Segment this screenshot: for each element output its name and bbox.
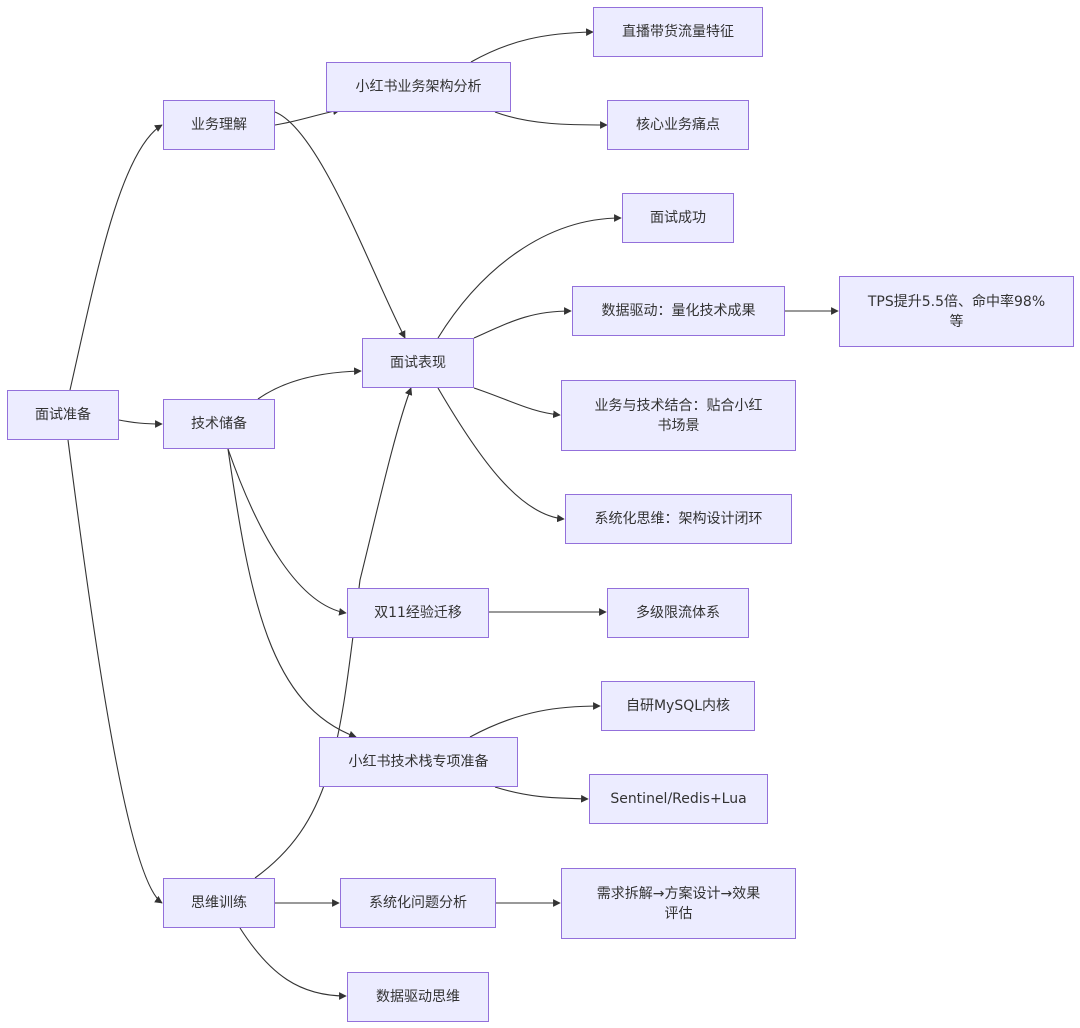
edge-stack-mysql	[469, 702, 601, 738]
edge-biz-perf	[274, 111, 406, 339]
edge-arch-pain	[494, 111, 608, 129]
node-label: 多级限流体系	[636, 605, 720, 621]
edge-perf-success	[437, 214, 622, 339]
edge-tech-d11	[227, 448, 347, 616]
node-live-commerce-traffic: 直播带货流量特征	[593, 7, 763, 57]
edge-perf-bizcomb	[473, 387, 561, 419]
node-label-line2: 评估	[664, 905, 693, 922]
edge-root-think	[67, 439, 163, 904]
node-business-understanding: 业务理解	[163, 100, 275, 150]
node-label: 核心业务痛点	[636, 117, 720, 133]
node-label: 小红书技术栈专项准备	[348, 754, 489, 770]
node-label-line2: 等	[949, 313, 964, 330]
node-interview-performance: 面试表现	[362, 338, 474, 388]
edge-perf-sys	[437, 387, 565, 523]
node-sentinel-redis-lua: Sentinel/Redis+Lua	[589, 774, 768, 824]
node-label-line2: 书场景	[657, 417, 700, 434]
edge-tech-perf	[257, 367, 362, 400]
node-label: 自研MySQL内核	[625, 698, 731, 714]
node-business-tech-combination: 业务与技术结合：贴合小红 书场景	[561, 380, 796, 451]
node-label-line1: TPS提升5.5倍、命中率98%	[867, 293, 1046, 310]
edge-root-biz	[69, 124, 163, 391]
node-tech-reserve: 技术储备	[163, 399, 275, 449]
node-label: Sentinel/Redis+Lua	[610, 791, 747, 807]
edge-stack-sentinel	[494, 786, 589, 803]
node-label: 面试准备	[35, 407, 91, 423]
node-label: 技术储备	[191, 416, 247, 432]
node-label: 思维训练	[191, 895, 247, 911]
node-systematic-thinking: 系统化思维：架构设计闭环	[565, 494, 792, 544]
node-rate-limiting-system: 多级限流体系	[607, 588, 749, 638]
node-data-driven-thinking: 数据驱动思维	[347, 972, 489, 1022]
node-requirement-breakdown: 需求拆解→方案设计→效果 评估	[561, 868, 796, 939]
edge-root-tech	[118, 419, 163, 428]
node-label: 系统化思维：架构设计闭环	[594, 511, 763, 527]
node-label: 系统化问题分析	[369, 895, 467, 911]
edge-arch-live	[470, 28, 594, 63]
node-tech-stack-prep: 小红书技术栈专项准备	[319, 737, 518, 787]
node-label: 面试成功	[650, 210, 706, 226]
node-label: 数据驱动思维	[376, 989, 460, 1005]
edge-tech-stack	[227, 448, 357, 739]
node-thinking-training: 思维训练	[163, 878, 275, 928]
edge-think-dthink	[239, 927, 347, 1000]
node-mysql-kernel: 自研MySQL内核	[601, 681, 755, 731]
node-architecture-analysis: 小红书业务架构分析	[326, 62, 511, 112]
node-label: 小红书业务架构分析	[355, 79, 482, 95]
node-label: 数据驱动：量化技术成果	[601, 303, 756, 319]
node-interview-prep: 面试准备	[7, 390, 119, 440]
node-label: 业务理解	[191, 117, 247, 133]
node-core-pain-points: 核心业务痛点	[607, 100, 749, 150]
node-label-line1: 业务与技术结合：贴合小红	[594, 397, 763, 414]
node-double11-experience: 双11经验迁移	[347, 588, 489, 638]
node-interview-success: 面试成功	[622, 193, 734, 243]
edge-perf-data	[473, 307, 572, 339]
node-tps-metrics: TPS提升5.5倍、命中率98% 等	[839, 276, 1074, 347]
node-label: 面试表现	[390, 355, 446, 371]
node-label: 双11经验迁移	[374, 605, 462, 621]
node-label: 直播带货流量特征	[622, 24, 734, 40]
node-label-line1: 需求拆解→方案设计→效果	[596, 885, 761, 902]
node-data-driven-results: 数据驱动：量化技术成果	[572, 286, 785, 336]
node-problem-analysis: 系统化问题分析	[340, 878, 496, 928]
